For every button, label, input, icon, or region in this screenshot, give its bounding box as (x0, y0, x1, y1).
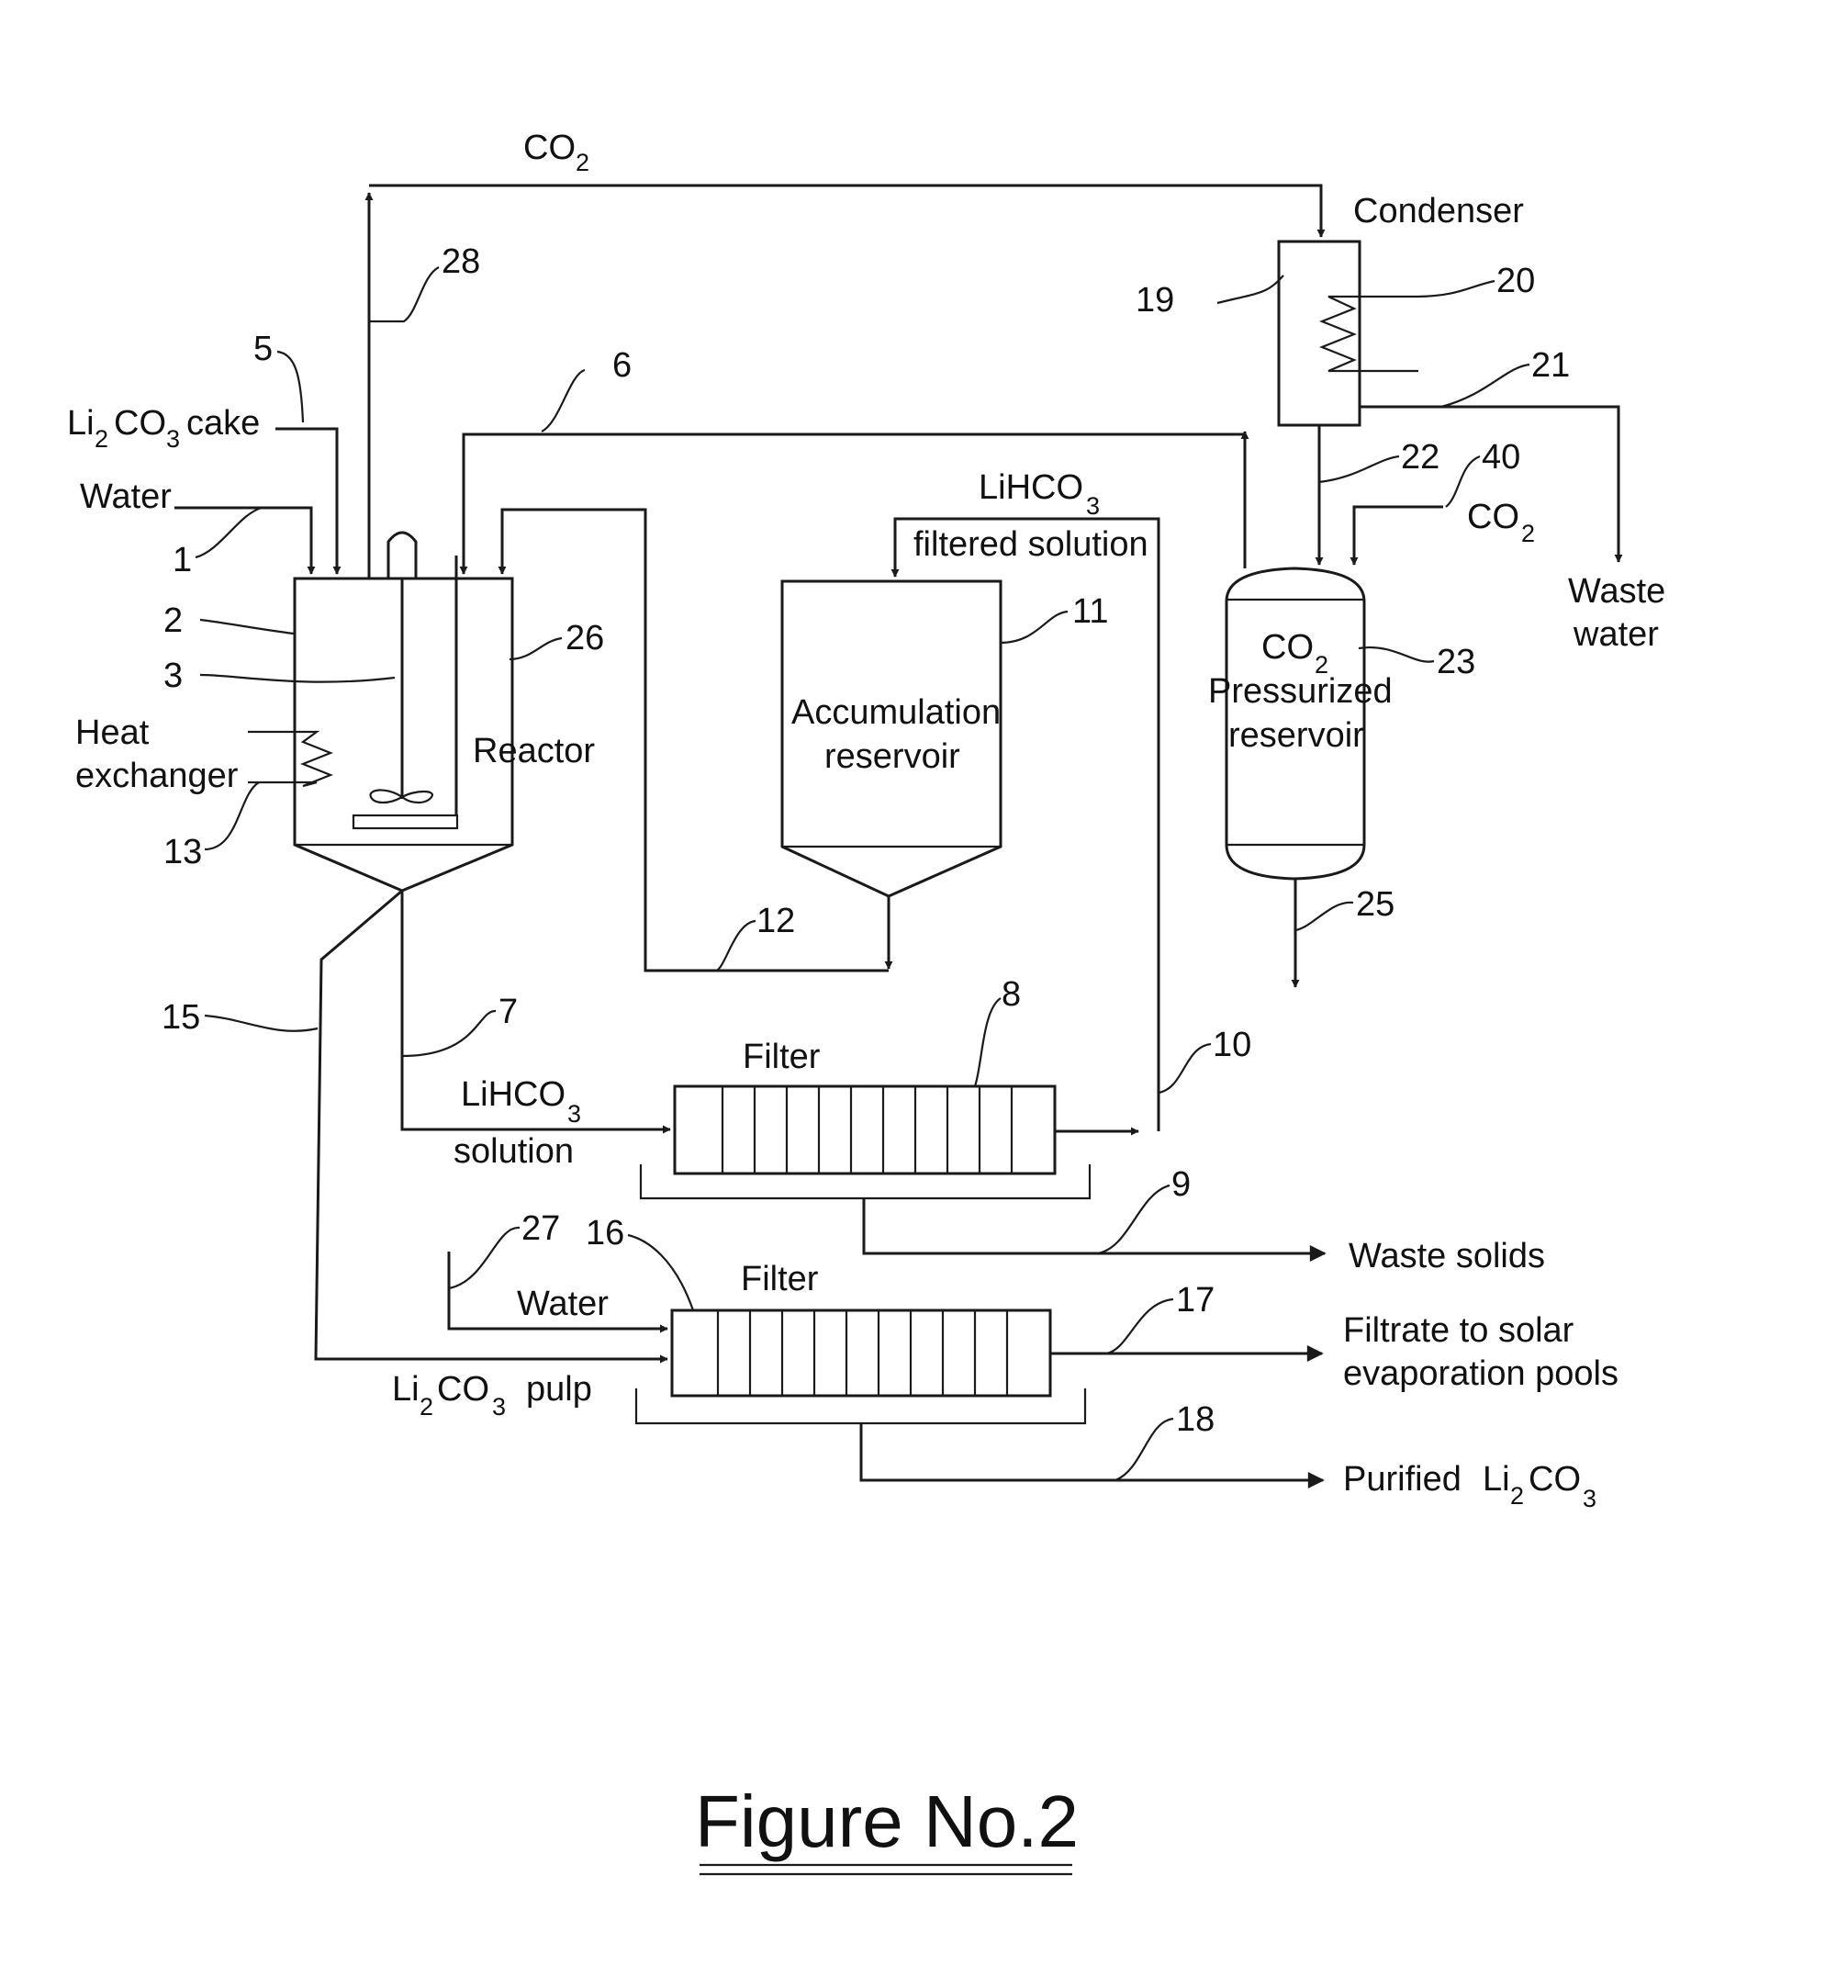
purified-li: Li (1483, 1460, 1510, 1499)
filter1-label: Filter (743, 1038, 821, 1076)
water2-label: Water (517, 1285, 609, 1323)
ref-21: 21 (1531, 346, 1570, 385)
purified-sub3: 3 (1583, 1485, 1596, 1512)
ref-3: 3 (163, 657, 183, 695)
waste-label: Waste (1568, 572, 1665, 611)
heat-label: Heat (75, 713, 150, 752)
li2co3-cake-li: Li (67, 404, 95, 443)
ref-25: 25 (1356, 885, 1394, 924)
ref-17: 17 (1176, 1281, 1215, 1320)
filtrate-line2: evaporation pools (1343, 1354, 1618, 1393)
ref-12: 12 (756, 902, 795, 940)
filter-2 (636, 1310, 1085, 1423)
li2co3-pulp-sub2: 2 (420, 1393, 433, 1421)
purified-label: Purified (1343, 1460, 1462, 1499)
ref-28: 28 (442, 242, 480, 281)
exchanger-label: exchanger (75, 757, 239, 795)
ref-11: 11 (1072, 592, 1108, 631)
ref-40: 40 (1482, 438, 1520, 477)
reactor-label: Reactor (473, 732, 595, 770)
filtrate-line1: Filtrate to solar (1343, 1311, 1574, 1350)
li2co3-cake-cake: cake (186, 404, 260, 443)
condenser-label: Condenser (1353, 192, 1524, 230)
purified-sub2: 2 (1510, 1482, 1524, 1510)
co2-inlet-subscript: 2 (1521, 520, 1535, 547)
ref-23: 23 (1437, 643, 1475, 681)
ref-20: 20 (1496, 262, 1535, 300)
co2-reservoir-label: CO (1261, 628, 1314, 667)
caption-text: Figure No.2 (695, 1780, 1079, 1862)
reservoir2-label: reservoir (1228, 716, 1364, 755)
purified-co: CO (1529, 1460, 1581, 1499)
li2co3-cake-sub3: 3 (166, 425, 180, 453)
ref-15: 15 (162, 998, 200, 1037)
ref-13: 13 (163, 833, 202, 871)
lihco3-top-subscript: 3 (1086, 492, 1100, 520)
ref-7: 7 (498, 993, 518, 1031)
accumulation-label: Accumulation (791, 693, 1001, 732)
labels: CO 2 Condenser Li 2 CO 3 cake Water Heat… (67, 129, 1665, 1512)
li2co3-pulp-sub3: 3 (492, 1393, 506, 1421)
ref-26: 26 (566, 619, 604, 657)
reactor-vessel (248, 533, 512, 891)
condenser-unit (1279, 241, 1418, 425)
ref-2: 2 (163, 601, 183, 640)
solution-label: solution (454, 1132, 574, 1171)
li2co3-pulp-li: Li (392, 1370, 420, 1409)
ref-22: 22 (1401, 438, 1439, 477)
water-inlet-label: Water (80, 477, 172, 516)
co2-top-label: CO (523, 129, 576, 167)
filter-1 (641, 1086, 1090, 1198)
lihco3-top-label: LiHCO (979, 468, 1083, 507)
li2co3-pulp-pulp: pulp (526, 1370, 592, 1409)
filter2-label: Filter (741, 1260, 819, 1298)
li2co3-cake-co: CO (114, 404, 166, 443)
co2-top-subscript: 2 (576, 149, 589, 176)
ref-6: 6 (612, 346, 632, 385)
ref-27: 27 (521, 1209, 560, 1248)
ref-10: 10 (1213, 1026, 1251, 1064)
co2-inlet-label: CO (1467, 498, 1519, 536)
water-out-label: water (1573, 615, 1659, 654)
reservoir-label: reservoir (824, 737, 960, 776)
ref-19: 19 (1136, 281, 1174, 320)
li2co3-pulp-co: CO (437, 1370, 489, 1409)
li2co3-cake-sub2: 2 (95, 425, 108, 453)
lihco3-solution-subscript: 3 (567, 1100, 581, 1128)
ref-9: 9 (1171, 1165, 1191, 1204)
ref-5: 5 (253, 330, 273, 368)
ref-18: 18 (1176, 1400, 1215, 1439)
lihco3-solution-label: LiHCO (461, 1075, 566, 1114)
figure-caption: Figure No.2 (695, 1780, 1079, 1874)
waste-solids-label: Waste solids (1349, 1237, 1545, 1275)
streams (174, 185, 1618, 1480)
ref-8: 8 (1002, 975, 1021, 1014)
ref-1: 1 (173, 541, 192, 579)
filtered-solution-label: filtered solution (913, 525, 1148, 564)
ref-16: 16 (586, 1214, 624, 1252)
pressurized-label: Pressurized (1208, 672, 1393, 711)
